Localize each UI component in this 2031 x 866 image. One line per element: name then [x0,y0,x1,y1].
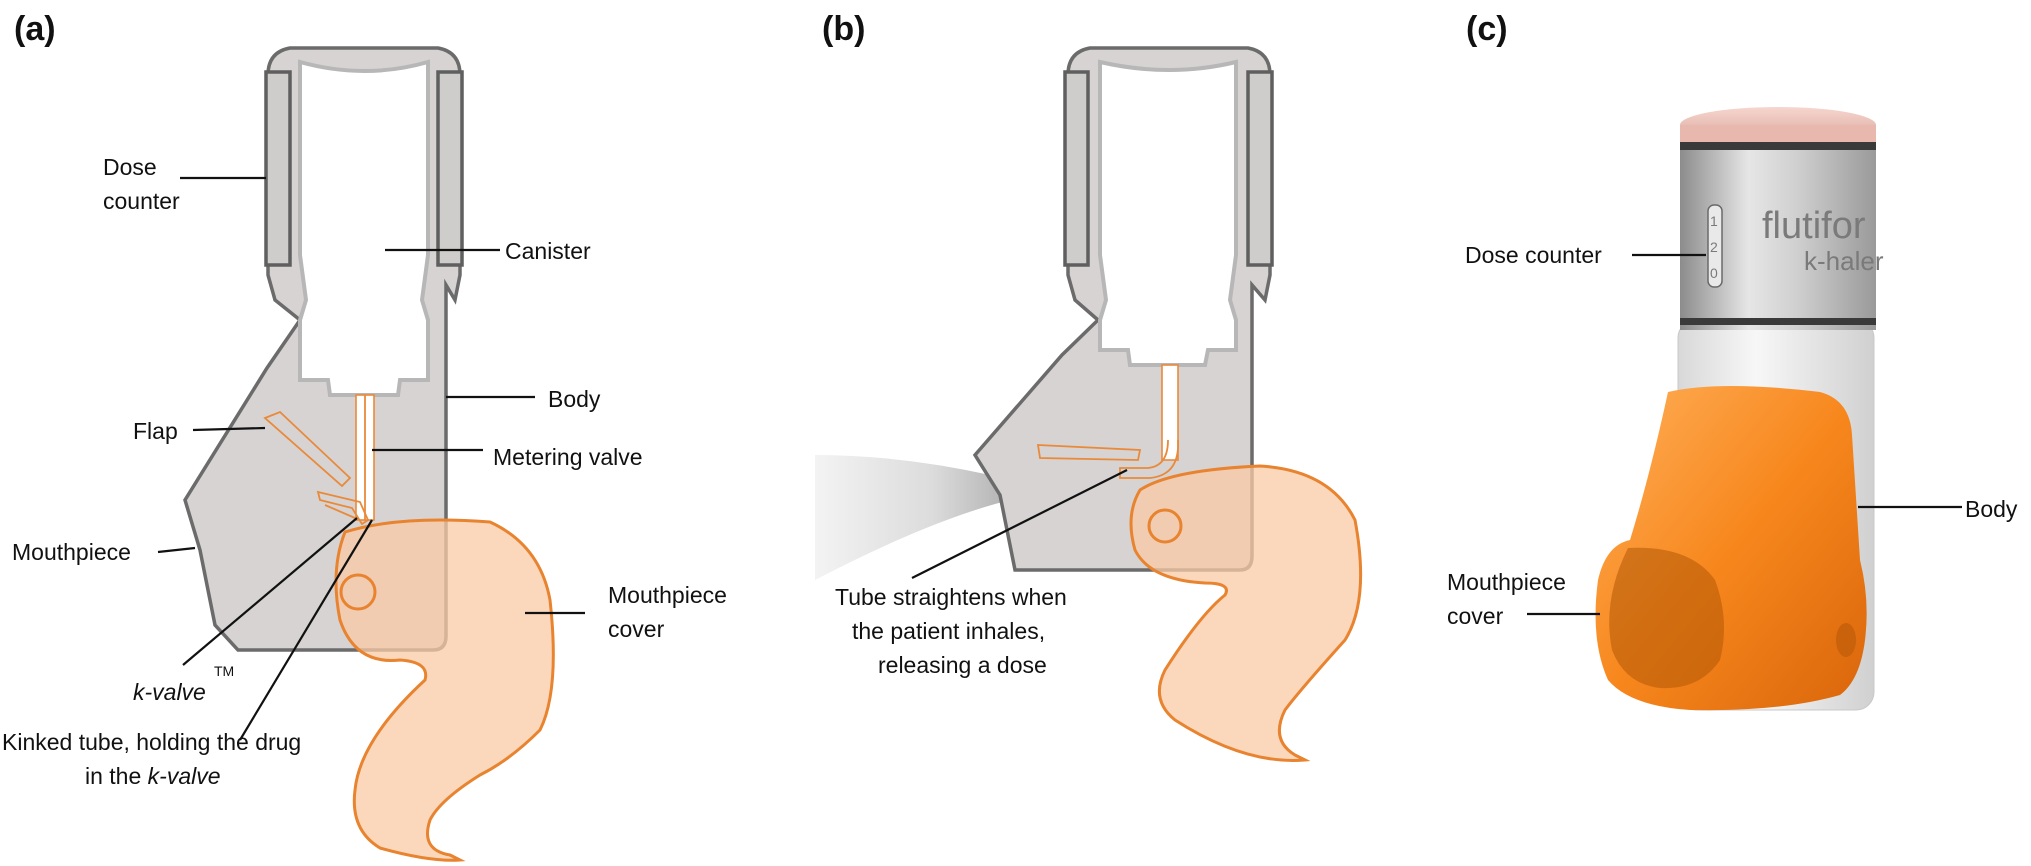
label-dose-counter-c: Dose counter [1465,242,1602,268]
label-kinked-2-a: in the k-valve [85,763,221,789]
label-body-c: Body [1965,496,2018,522]
dose-counter-b [1063,70,1090,267]
label-metering-valve-a: Metering valve [493,444,643,470]
counter-digit-2: 2 [1710,239,1718,255]
flap-b [1036,444,1142,461]
label-mouthpiece-a: Mouthpiece [12,539,131,565]
panel-a: (a) Dose counter Canister Body Flap Mete… [2,10,727,862]
label-dose-counter-2-a: counter [103,188,180,214]
label-mouthpiece-cover-2-a: cover [608,616,665,642]
cover-hole-b [1147,508,1183,544]
cover-hole-a [339,573,377,611]
label-tube-3-b: releasing a dose [878,652,1047,678]
canister-a [298,59,430,397]
label-tube-1-b: Tube straightens when [835,584,1067,610]
panel-label-b: (b) [822,10,865,48]
counter-digit-3: 0 [1710,265,1718,281]
label-body-a: Body [548,386,601,412]
label-mouthpiece-cover-1-c: Mouthpiece [1447,569,1566,595]
panel-label-a: (a) [14,10,56,48]
brand-subname-c: k-haler [1804,246,1884,276]
counter-digit-1: 1 [1710,213,1718,229]
label-flap-a: Flap [133,418,178,444]
k-valve-a [316,490,370,526]
canister-b [1098,59,1238,367]
panel-c: (c) 1 2 0 flutifor k-haler Dose counter … [1447,10,2018,711]
label-mouthpiece-cover-2-c: cover [1447,603,1504,629]
dose-counter-a [264,70,292,267]
label-kinked-1-a: Kinked tube, holding the drug [2,729,301,755]
brand-name-c: flutifor [1762,205,1866,247]
valve-stem-b [1161,364,1179,461]
spray-plume-b [815,455,1010,580]
label-canister-a: Canister [505,238,591,264]
mouthpiece-cover-b [1129,464,1363,762]
label-dose-counter-1-a: Dose [103,154,157,180]
mouthpiece-opening-c [1609,547,1724,689]
label-mouthpiece-cover-1-a: Mouthpiece [608,582,727,608]
cover-hole-c [1836,623,1856,657]
panel-b: (b) Tube straightens when the patient in… [815,10,1363,762]
label-k-valve-a: k-valve [133,679,206,705]
flap-a [263,410,352,488]
label-tm-a: TM [214,663,234,679]
panel-label-c: (c) [1466,10,1508,48]
mouthpiece-cover-a [334,518,555,862]
label-tube-2-b: the patient inhales, [852,618,1045,644]
dose-counter-window-c [1707,204,1723,288]
